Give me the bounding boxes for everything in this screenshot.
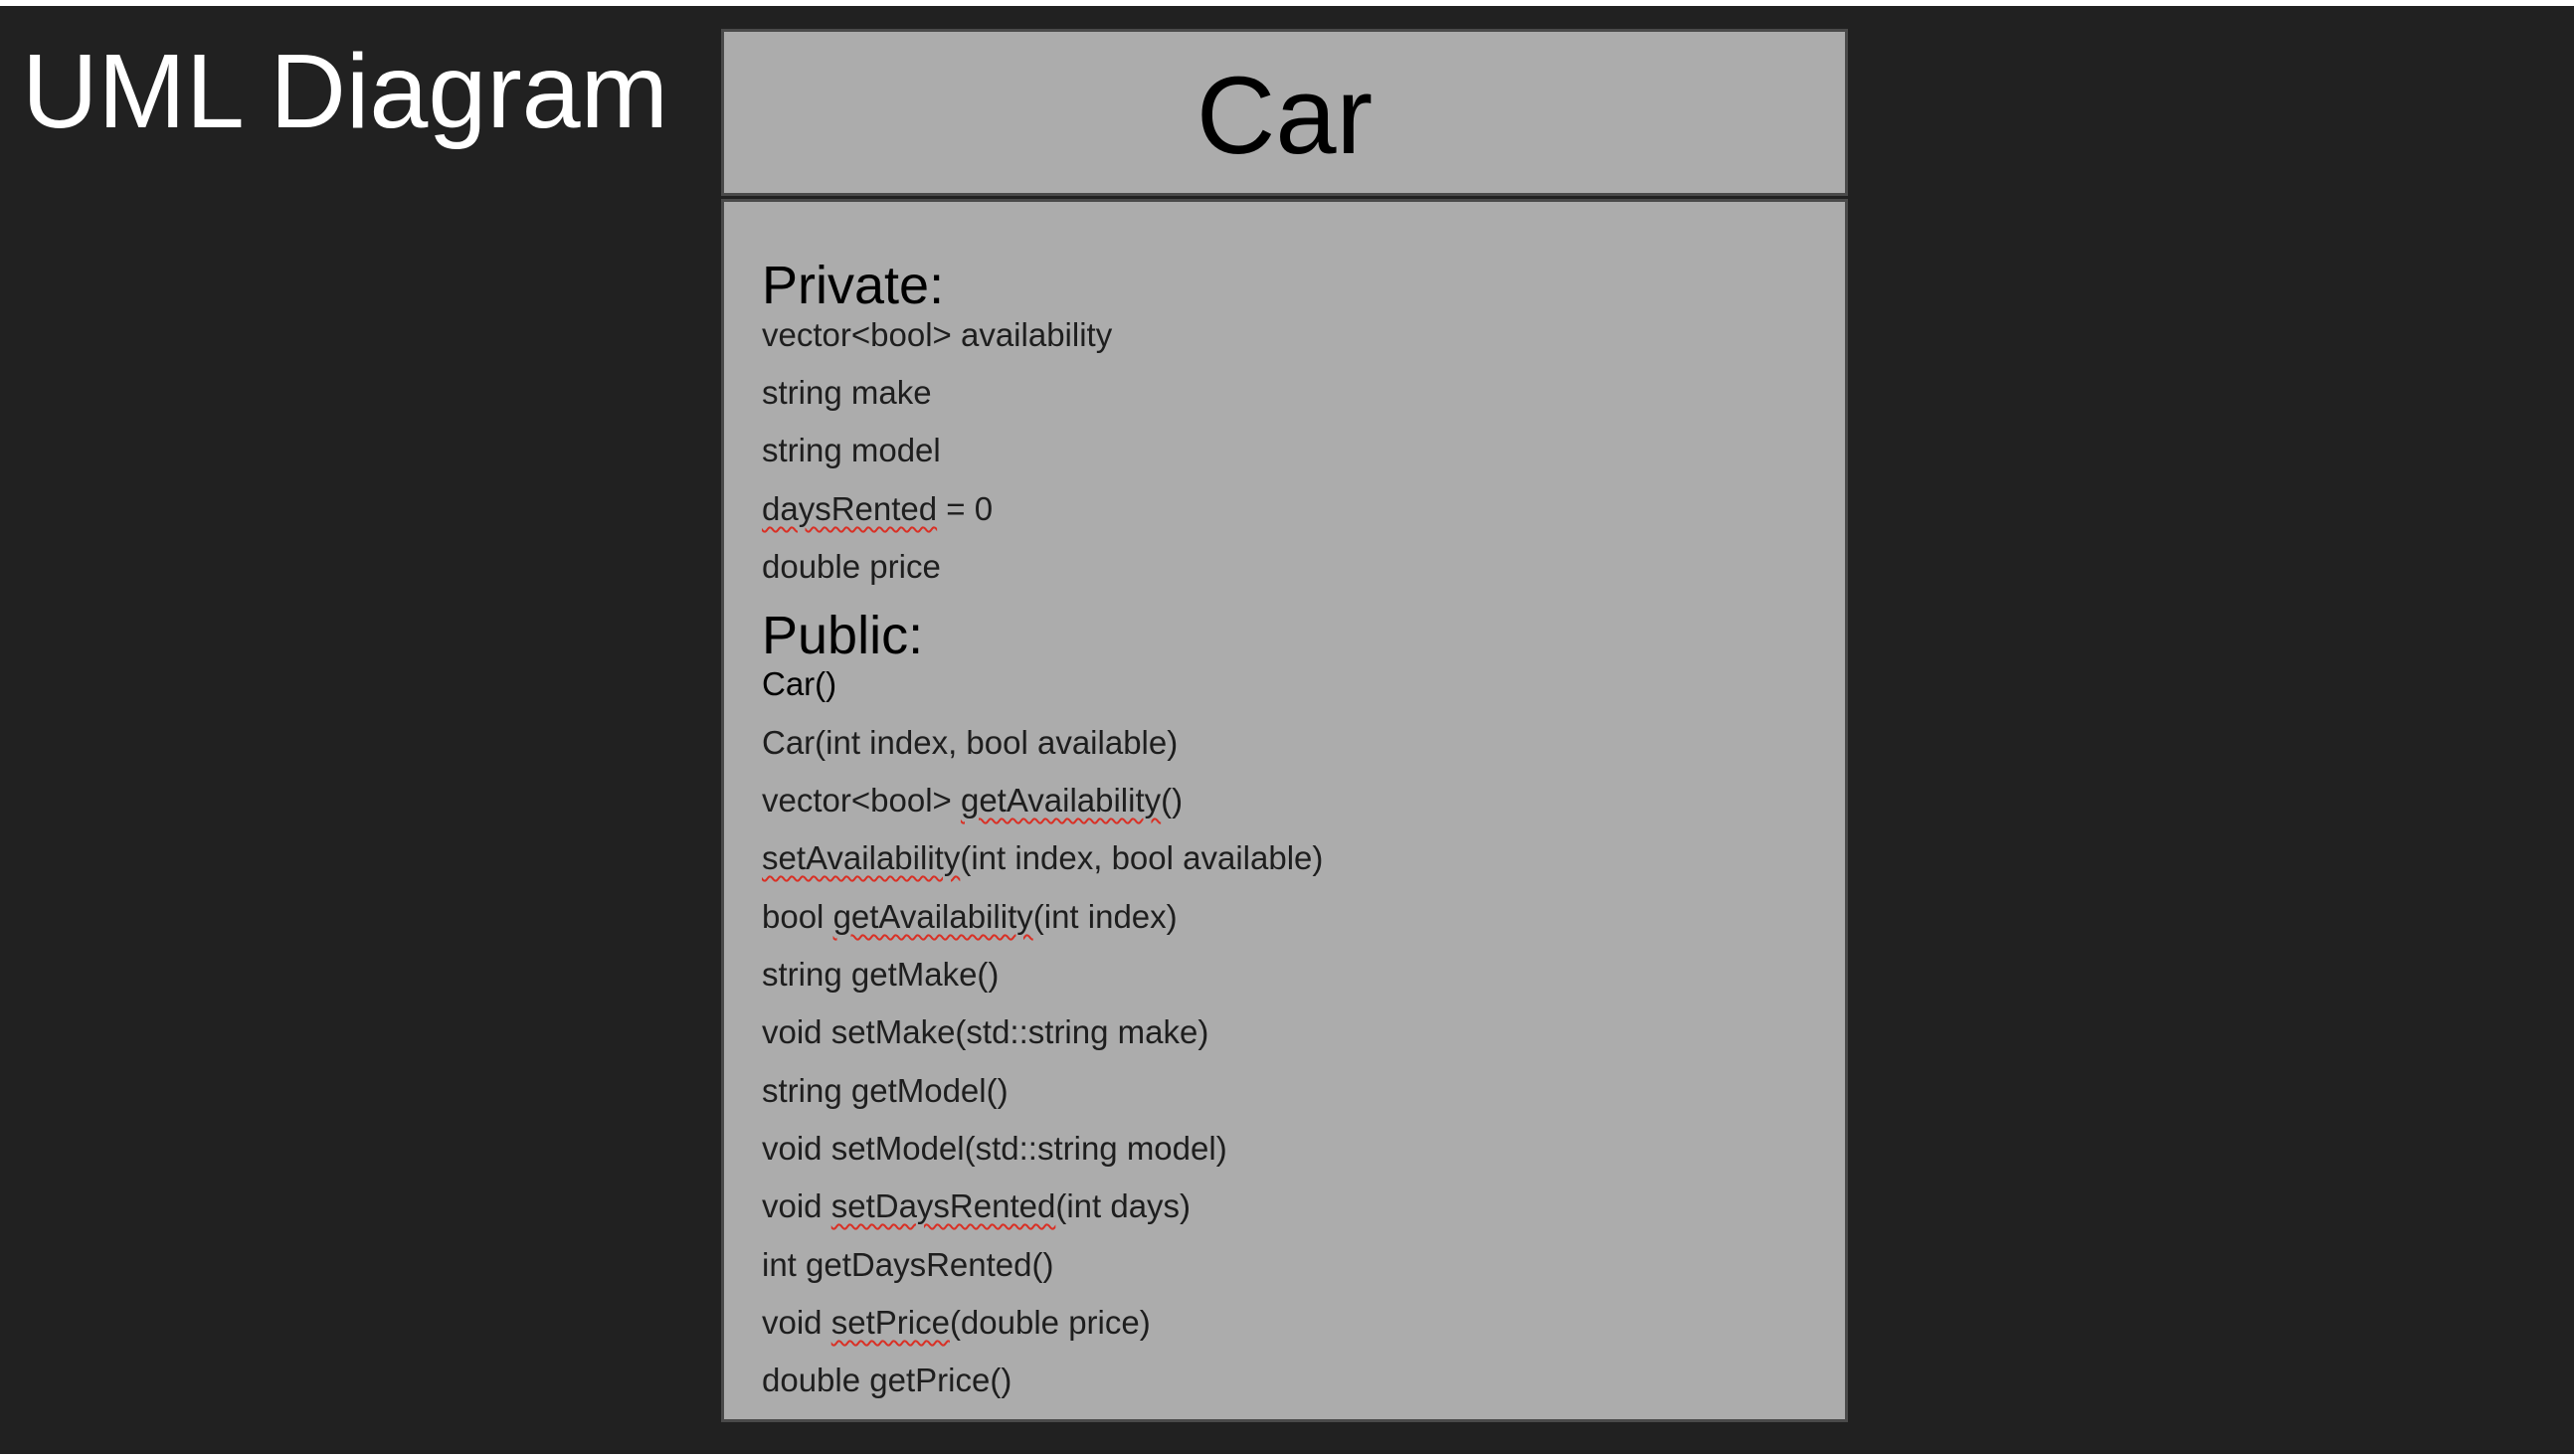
spellcheck-flagged-word: daysRented [762, 490, 938, 527]
public-member-set-price: void setPrice(double price) [762, 1306, 1151, 1339]
member-params: () [1161, 782, 1184, 819]
public-member-set-make: void setMake(std::string make) [762, 1013, 1209, 1050]
private-member-days-rented: daysRented = 0 [762, 492, 993, 525]
member-return-type: void [762, 1304, 831, 1341]
public-member-get-make: string getMake() [762, 956, 1000, 993]
private-member-make: string make [762, 374, 932, 411]
public-member-set-model: void setModel(std::string model) [762, 1130, 1227, 1167]
spellcheck-flagged-word: getAvailability [832, 898, 1033, 935]
spellcheck-flagged-word: setDaysRented [830, 1187, 1056, 1224]
member-params: (int index, bool available) [960, 839, 1324, 876]
uml-class-members-compartment: Private: vector<bool> availability strin… [721, 199, 1848, 1422]
public-member-get-availability-all: vector<bool> getAvailability() [762, 784, 1183, 817]
private-member-availability: vector<bool> availability [762, 316, 1113, 353]
member-params: (int days) [1055, 1187, 1192, 1224]
spellcheck-flagged-word: setAvailability [762, 839, 961, 876]
private-member-model-text: string model [762, 432, 941, 468]
public-section-heading: Public: [762, 606, 924, 665]
public-member-set-availability: setAvailability(int index, bool availabl… [762, 841, 1323, 874]
public-member-set-days-rented: void setDaysRented(int days) [762, 1189, 1191, 1222]
uml-class-name-compartment: Car [721, 29, 1848, 196]
member-return-type: vector<bool> [762, 782, 961, 819]
member-return-type: void [762, 1187, 831, 1224]
private-member-price: double price [762, 548, 941, 585]
member-params: (int index) [1032, 898, 1178, 935]
private-member-model: string model [762, 434, 941, 466]
public-member-get-days-rented: int getDaysRented() [762, 1246, 1054, 1283]
public-member-default-constructor: Car() [762, 665, 837, 702]
uml-class-name: Car [1195, 55, 1374, 177]
slide-canvas: UML Diagram Car Private: vector<bool> av… [0, 6, 2574, 1454]
member-params: (double price) [949, 1304, 1151, 1341]
public-member-get-model: string getModel() [762, 1072, 1009, 1109]
private-section-heading: Private: [762, 256, 945, 315]
public-member-get-availability-index: bool getAvailability(int index) [762, 900, 1178, 933]
private-member-days-rented-default: = 0 [937, 490, 994, 527]
slide-title: UML Diagram [22, 33, 668, 150]
spellcheck-flagged-word: setPrice [830, 1304, 950, 1341]
spellcheck-flagged-word: getAvailability [960, 782, 1162, 819]
member-return-type: bool [762, 898, 833, 935]
public-member-get-price: double getPrice() [762, 1362, 1012, 1398]
public-member-constructor: Car(int index, bool available) [762, 724, 1179, 761]
